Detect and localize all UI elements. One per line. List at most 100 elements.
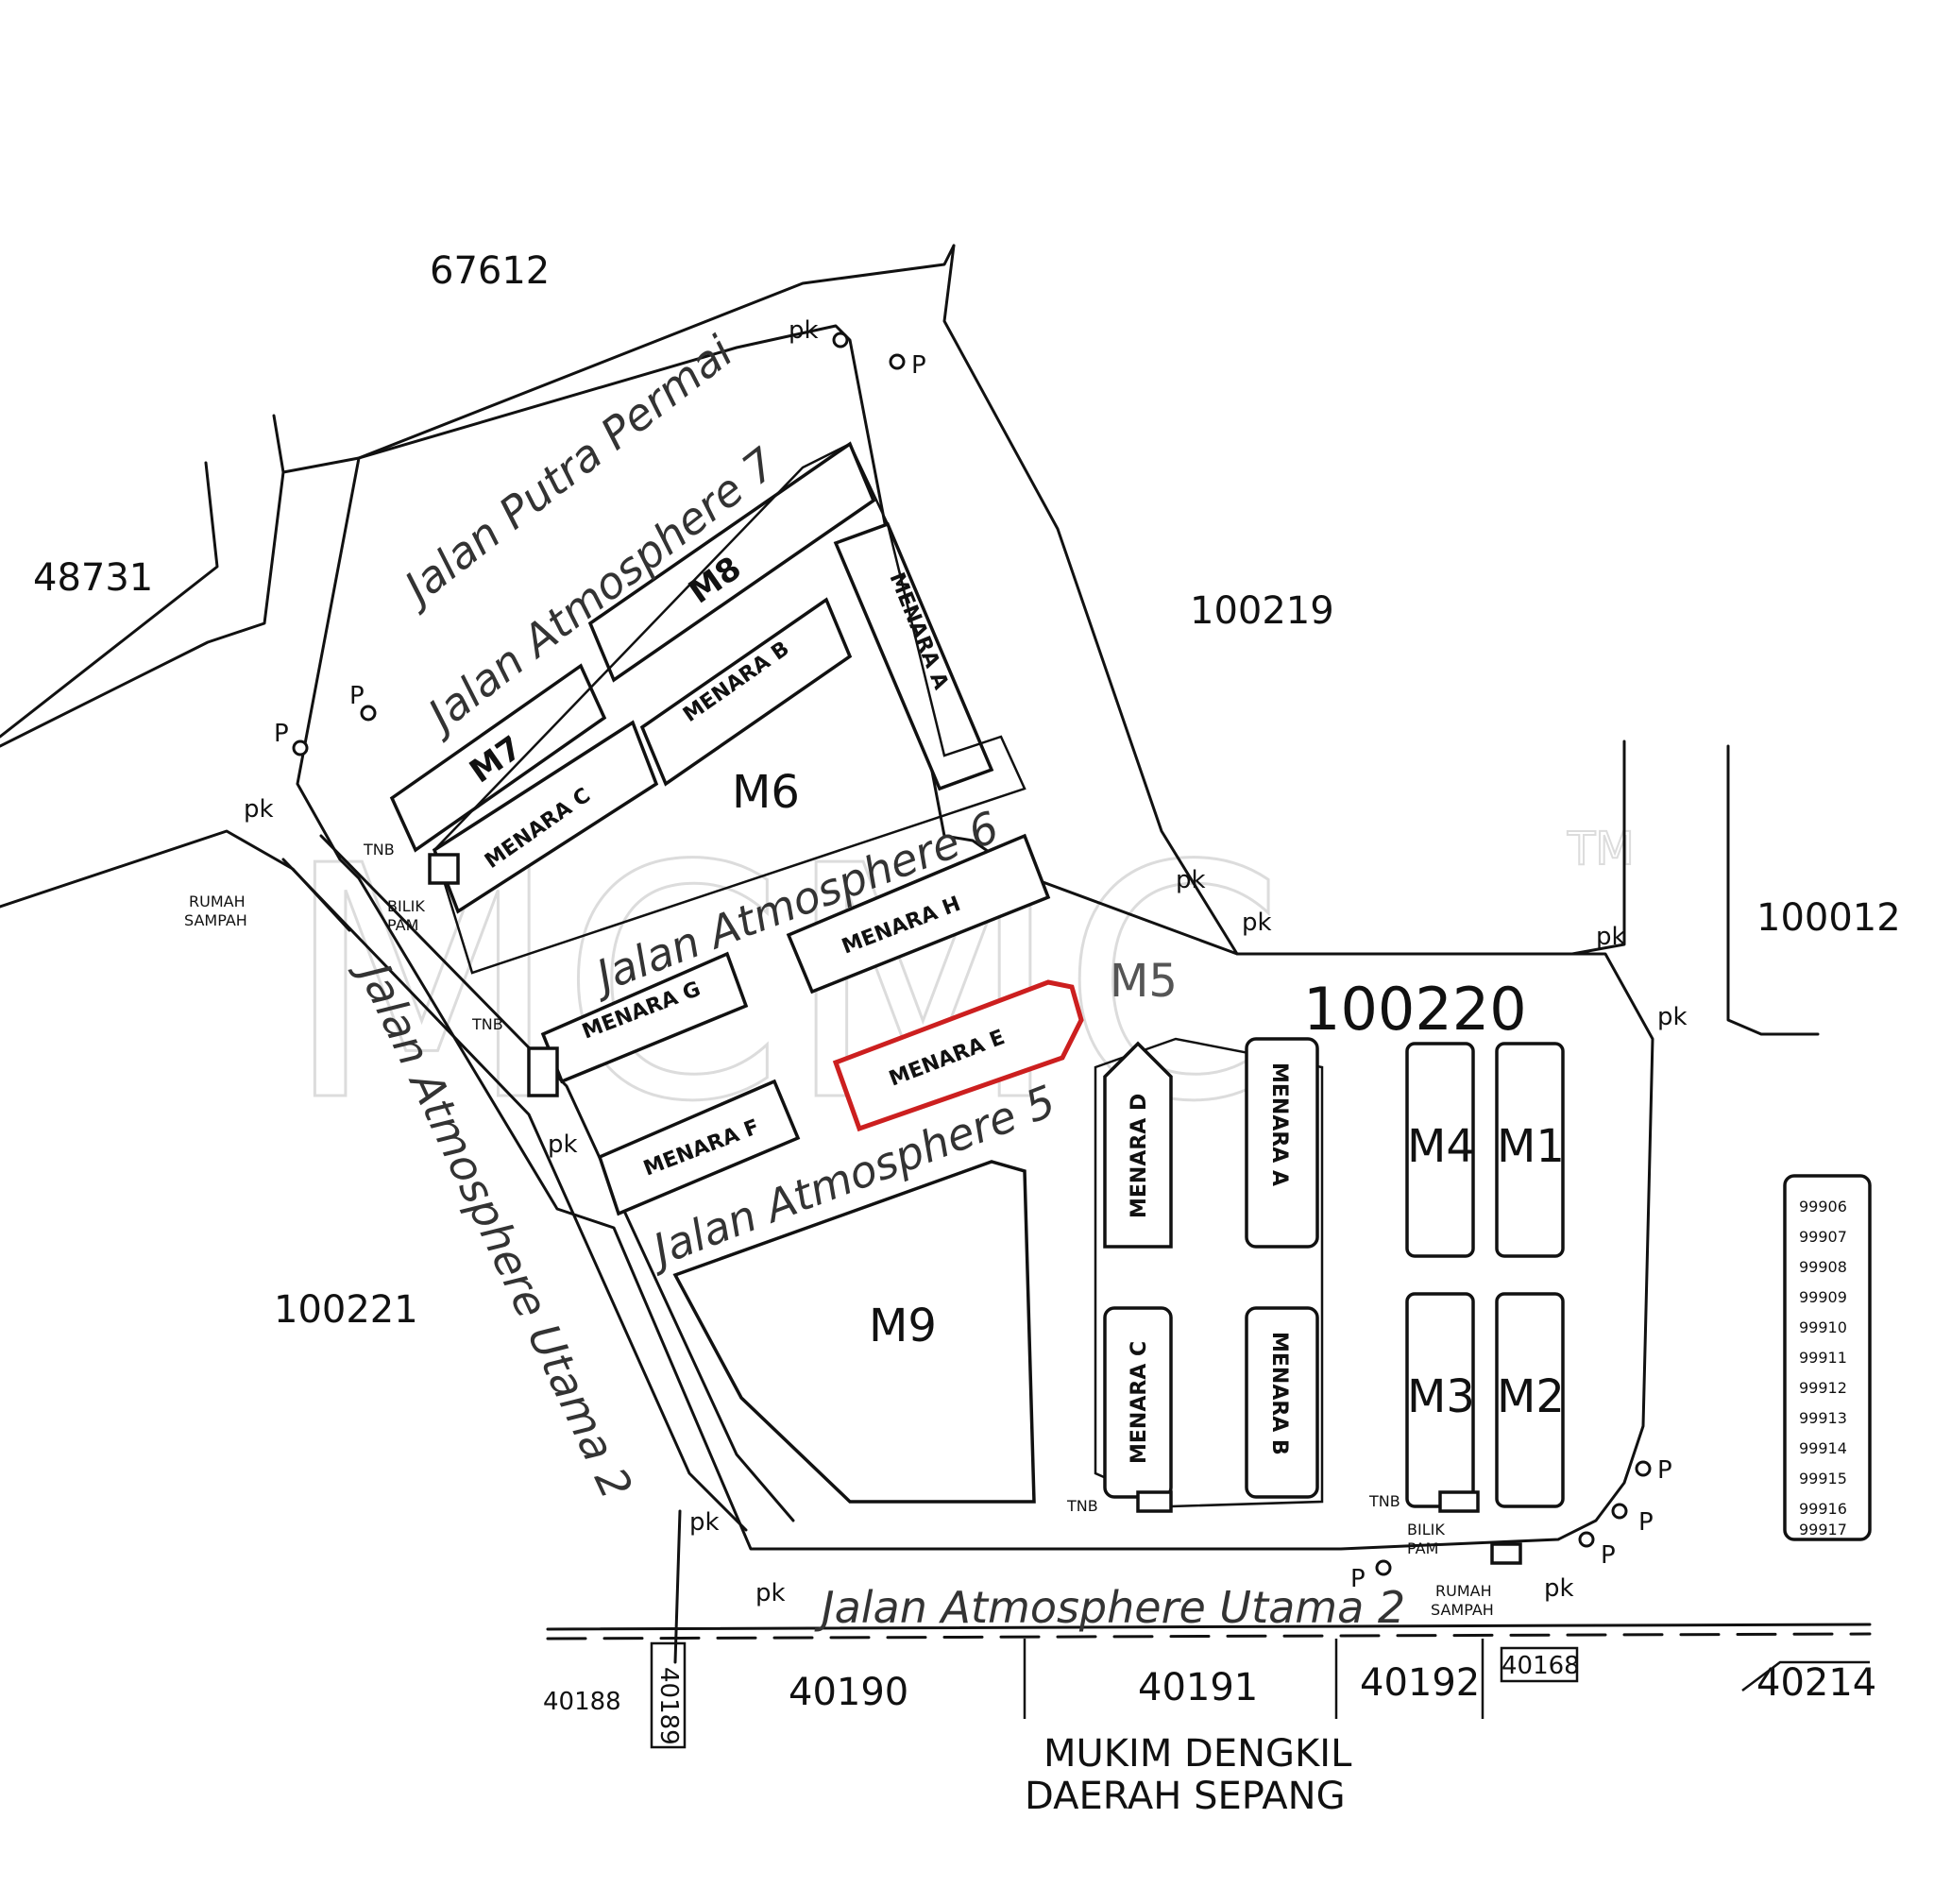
annotation-labels: pk P P P pk pk pk pk pk pk pk pk pk P P …	[184, 316, 1688, 1619]
side-lot: 99917	[1799, 1521, 1847, 1538]
side-lots-strip	[1783, 1174, 1872, 1541]
side-lot: 99914	[1799, 1439, 1847, 1457]
pk-label: pk	[1544, 1574, 1574, 1603]
p-label: P	[1638, 1508, 1654, 1537]
survey-point	[1578, 1531, 1595, 1548]
building-m8	[587, 441, 876, 683]
building-menara-b-bottom	[1245, 1306, 1319, 1499]
lot-40191: 40191	[1138, 1666, 1258, 1709]
pk-label: pk	[1596, 923, 1626, 951]
lot-40192: 40192	[1360, 1661, 1480, 1705]
lot-100012: 100012	[1756, 896, 1901, 940]
label-menara-d: MENARA D	[1128, 1094, 1151, 1218]
side-lot: 99916	[1799, 1500, 1847, 1518]
upper-boundary	[272, 244, 956, 474]
lot-40188: 40188	[543, 1688, 621, 1716]
tnb-label: TNB	[471, 1015, 503, 1033]
bilik-pam-label: BILIK	[387, 897, 425, 915]
building-m2	[1495, 1292, 1565, 1508]
side-lot: 99911	[1799, 1349, 1847, 1367]
bilik-pam-label: PAM	[387, 916, 418, 934]
building-menara-d	[1103, 1041, 1173, 1249]
tnb-label: TNB	[363, 841, 395, 858]
p-label: P	[349, 682, 365, 710]
block-m1: M1	[1497, 1120, 1565, 1173]
lot-40190: 40190	[789, 1671, 908, 1714]
building-menara-a-bottom	[1245, 1037, 1319, 1249]
tnb-label: TNB	[1368, 1492, 1400, 1510]
building-m1	[1495, 1042, 1565, 1258]
building-menara-c-top	[432, 720, 659, 914]
side-lot: 99906	[1799, 1198, 1847, 1216]
block-m4: M4	[1407, 1120, 1475, 1173]
side-lot-labels: 99906 99907 99908 99909 99910 99911 9991…	[1799, 1198, 1847, 1538]
side-lot: 99912	[1799, 1379, 1847, 1397]
block-m6: M6	[732, 766, 800, 819]
survey-points	[292, 332, 1652, 1576]
pk-label: pk	[689, 1508, 720, 1537]
label-menara-a-bottom: MENARA A	[1267, 1062, 1291, 1186]
pk-label: pk	[244, 795, 274, 824]
block-labels: M4 M1 M3 M2 M5 M6 M7 M8 M9	[463, 550, 1565, 1423]
tnb-label: TNB	[1066, 1497, 1098, 1515]
lot-40168: 40168	[1501, 1652, 1580, 1680]
survey-point	[1375, 1559, 1392, 1576]
survey-point	[1611, 1503, 1628, 1520]
tnb-box-3	[1136, 1490, 1173, 1513]
road-label-atmosphere-utama-2-bottom: Jalan Atmosphere Utama 2	[814, 1582, 1405, 1633]
pk-label: pk	[1657, 1003, 1688, 1031]
building-menara-e	[832, 979, 1084, 1132]
pk-label: pk	[755, 1579, 786, 1607]
footer-labels: MUKIM DENGKIL DAERAH SEPANG	[1025, 1732, 1352, 1818]
survey-point	[292, 740, 309, 756]
side-lot: 99913	[1799, 1409, 1847, 1427]
pk-label: pk	[1242, 909, 1272, 937]
block-m2: M2	[1497, 1370, 1565, 1423]
tnb-box-1	[527, 1046, 559, 1097]
lot-100220: 100220	[1303, 975, 1527, 1044]
survey-point	[889, 353, 906, 370]
side-lot: 99915	[1799, 1470, 1847, 1488]
p-label: P	[274, 720, 289, 748]
building-menara-b-top	[639, 597, 853, 787]
tnb-box-2	[428, 853, 460, 885]
building-m6	[433, 442, 1026, 975]
lower-lot-lines	[546, 1623, 1872, 1749]
rumah-sampah-label: SAMPAH	[1431, 1601, 1494, 1619]
pk-label: pk	[1176, 866, 1206, 894]
side-lot: 99910	[1799, 1318, 1847, 1336]
rumah-sampah-label: SAMPAH	[184, 911, 247, 929]
lot-67612: 67612	[430, 249, 550, 293]
building-m9	[672, 1160, 1036, 1504]
building-menara-f	[597, 1079, 801, 1216]
daerah-label: DAERAH SEPANG	[1025, 1775, 1346, 1818]
side-lot: 99907	[1799, 1228, 1847, 1246]
lot-100221: 100221	[274, 1288, 418, 1332]
lot-labels: 67612 48731 100219 100012 100220 100221 …	[33, 249, 1901, 1745]
mukim-label: MUKIM DENGKIL	[1043, 1732, 1352, 1776]
survey-point	[360, 705, 377, 722]
building-menara-a-top	[833, 521, 994, 791]
p-label: P	[911, 351, 926, 380]
bilik-pam-label: BILIK	[1407, 1521, 1445, 1538]
block-m9: M9	[869, 1300, 937, 1352]
side-lot: 99908	[1799, 1258, 1847, 1276]
label-menara-c-bottom: MENARA C	[1128, 1341, 1151, 1464]
rumah-sampah-label: RUMAH	[189, 892, 246, 910]
pk-label: pk	[789, 316, 819, 345]
p-label: P	[1601, 1541, 1616, 1570]
bilik-pam-label: PAM	[1407, 1539, 1438, 1557]
bilik-pam-box	[1490, 1542, 1522, 1565]
block-m3: M3	[1407, 1370, 1475, 1423]
p-label: P	[1657, 1456, 1672, 1485]
tower-frame	[1094, 1037, 1324, 1508]
label-menara-b-bottom: MENARA B	[1267, 1332, 1291, 1455]
tnb-box-4	[1438, 1490, 1480, 1513]
p-label: P	[1350, 1565, 1366, 1593]
lot-100219: 100219	[1190, 589, 1334, 633]
building-m7	[389, 663, 607, 853]
building-menara-h	[786, 833, 1051, 994]
survey-point	[832, 332, 849, 348]
lot-48731: 48731	[33, 556, 153, 600]
